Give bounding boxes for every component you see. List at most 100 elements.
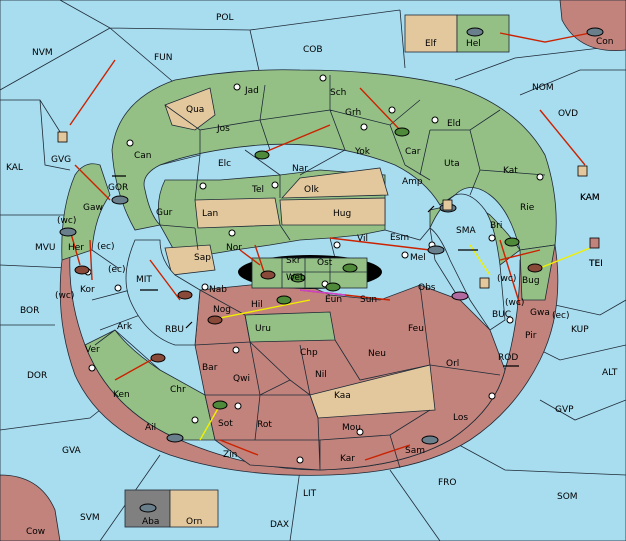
army-unit	[342, 263, 358, 273]
province-label: Con	[596, 37, 614, 47]
sea-label: FRO	[438, 478, 457, 488]
army-unit	[527, 263, 543, 273]
fleet-unit	[59, 227, 77, 237]
province-label: Yok	[354, 147, 371, 157]
sea-label: MIT	[136, 275, 152, 285]
fleet-unit	[139, 503, 157, 513]
army-unit	[276, 295, 292, 305]
sea-label: TEI	[588, 259, 603, 269]
province-label: Mel	[410, 253, 426, 263]
coast-label: (wc)	[57, 216, 76, 226]
central-box-lines	[281, 258, 367, 288]
province-label: Kat	[503, 166, 518, 176]
province-label: Nor	[226, 243, 242, 253]
province-label: Lan	[202, 209, 218, 219]
province-label: Los	[453, 413, 468, 423]
province-label: Gwa	[530, 308, 550, 318]
army-unit	[74, 265, 90, 275]
land-tan-hug	[279, 197, 386, 226]
coast-labels: (wc) (ec) (ec) (wc) (wc) (wc) (ec)	[55, 216, 570, 321]
sea-label: OVD	[558, 109, 578, 119]
province-label: Uta	[444, 159, 460, 169]
province-label: Can	[134, 151, 152, 161]
sea-label: LIT	[303, 489, 317, 499]
province-label: GVG	[51, 155, 71, 165]
army-unit	[394, 127, 410, 137]
province-label: Tel	[251, 185, 264, 195]
province-label: Ail	[145, 423, 156, 433]
province-label: Ost	[317, 258, 333, 268]
land-tan-olk	[281, 167, 389, 199]
sea-label: NVM	[32, 48, 53, 58]
province-label: Car	[405, 147, 421, 157]
sea-label: POL	[216, 13, 234, 23]
province-label: Jos	[216, 124, 230, 134]
sea-label: KUP	[571, 325, 589, 335]
province-label: Zin	[223, 450, 237, 460]
province-label: Ver	[85, 345, 100, 355]
province-label: Nil	[315, 370, 327, 380]
land-tan-sap	[164, 244, 216, 276]
province-label: Eld	[447, 119, 461, 129]
sea-label: DAX	[270, 520, 289, 530]
army-unit	[177, 290, 193, 300]
province-label: Sam	[405, 446, 425, 456]
province-label: Olk	[304, 185, 320, 195]
sea-label: GVA	[62, 446, 82, 456]
coast-label: (ec)	[108, 265, 126, 275]
province-borders	[91, 75, 546, 471]
province-label: Grh	[345, 108, 361, 118]
army-unit	[260, 270, 276, 280]
province-label: Hug	[333, 209, 351, 219]
province-label: Sch	[330, 88, 346, 98]
province-label: Skr	[286, 256, 301, 266]
province-label: Amp	[402, 177, 423, 187]
sea-label: BUC	[492, 310, 511, 320]
province-label: Vil	[357, 234, 368, 244]
province-label: Aba	[142, 517, 159, 527]
land-labels: Elf Hel Con Jad Sch Qua Jos Grh Eld Can …	[26, 37, 614, 537]
sea-label: ALT	[602, 368, 618, 378]
province-label: Hil	[251, 300, 263, 310]
province-label: Gur	[156, 208, 173, 218]
orn-box	[169, 489, 219, 528]
sea-label: DOR	[27, 371, 47, 381]
convoy-line	[299, 289, 346, 296]
province-label: Kor	[80, 285, 95, 295]
province-label: Eun	[325, 295, 342, 305]
coast-label: (ec)	[97, 242, 115, 252]
east-bay	[429, 193, 506, 331]
fleet-unit	[166, 433, 184, 443]
army-unit	[150, 353, 166, 363]
sea-label: COB	[303, 45, 323, 55]
land-north	[111, 69, 557, 251]
province-label: Mou	[342, 423, 361, 433]
support-line-1	[209, 299, 311, 321]
province-label: Sun	[360, 295, 377, 305]
fleet-unit	[466, 27, 484, 37]
province-label: Esm	[390, 233, 409, 243]
fleet-unit	[427, 245, 445, 255]
fleet-unit	[421, 435, 439, 445]
sea-label: KAL	[6, 163, 23, 173]
province-label: Web	[286, 273, 306, 283]
sea-labels: POL NVM FUN COB KAL OVD NOM KAM MVU TEI …	[6, 13, 618, 530]
province-label: Rie	[520, 203, 535, 213]
cow-land	[0, 474, 61, 541]
province-label: Kaa	[334, 391, 351, 401]
sea-label: SOM	[557, 492, 578, 502]
army-unit	[207, 315, 223, 325]
sea-label: FUN	[154, 53, 173, 63]
province-label: Nar	[292, 164, 308, 174]
sea-label: RBU	[165, 325, 184, 335]
province-label: Uru	[255, 324, 271, 334]
province-label: Bar	[202, 363, 218, 373]
fleet-unit	[586, 27, 604, 37]
sea-label: ROD	[498, 353, 518, 363]
province-label: Nog	[213, 305, 231, 315]
army-unit	[212, 400, 228, 410]
coast-label: (wc)	[497, 274, 516, 284]
province-label: Rot	[257, 420, 272, 430]
sea-label: NOM	[532, 83, 554, 93]
sea-label: KAM	[580, 193, 600, 203]
